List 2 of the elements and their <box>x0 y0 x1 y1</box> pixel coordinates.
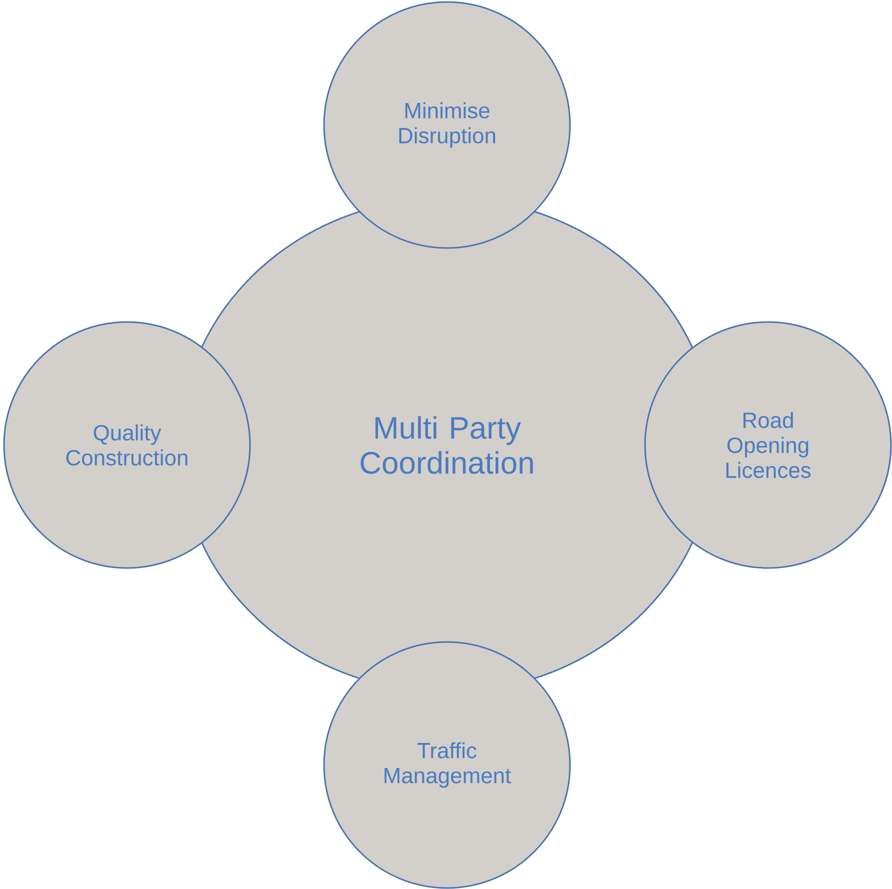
node-label: Road Opening Licences <box>726 412 811 478</box>
node-label: Traffic Management <box>384 742 512 788</box>
